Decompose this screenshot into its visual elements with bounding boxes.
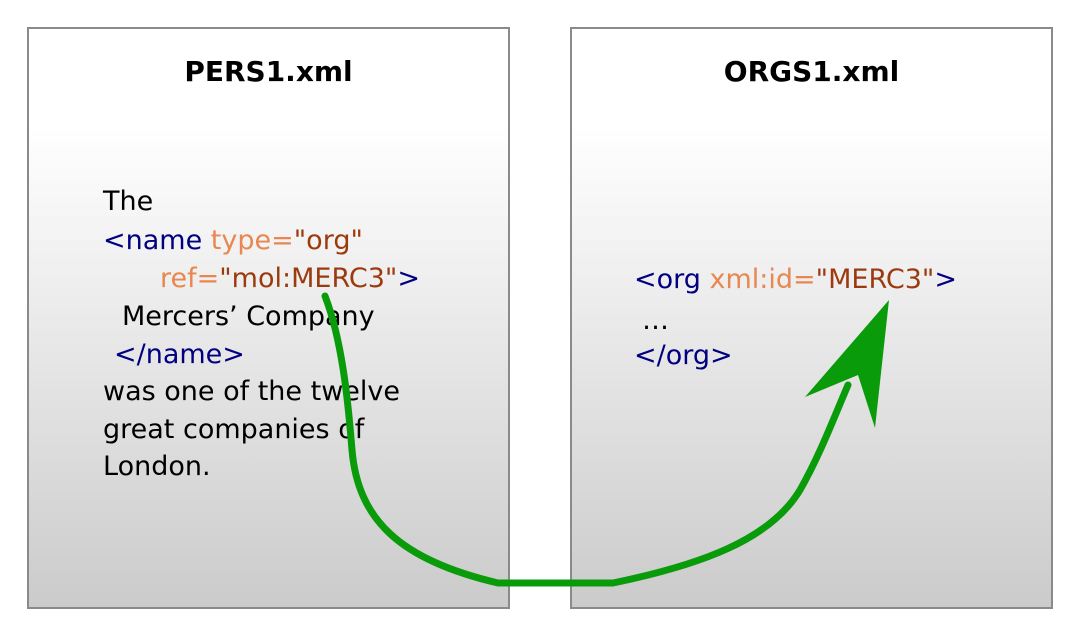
org-open-line: <org xml:id="MERC3"> — [634, 264, 957, 296]
pers1-file-panel: PERS1.xml The <name type="org" ref="mol:… — [27, 27, 510, 609]
body-text-line-2: great companies of — [103, 414, 365, 445]
type-value: "org" — [293, 225, 363, 256]
orgs1-file-title: ORGS1.xml — [723, 55, 900, 88]
orgs1-file-panel: ORGS1.xml <org xml:id="MERC3"> … </org> — [570, 27, 1053, 609]
name-content: Mercers’ Company — [122, 301, 375, 332]
ref-value: "mol:MERC3" — [219, 263, 398, 294]
body-text-line-1: was one of the twelve — [103, 376, 400, 407]
type-attribute: type= — [210, 225, 294, 256]
pers1-file-title: PERS1.xml — [184, 55, 353, 88]
org-open-tag: <org — [634, 264, 701, 295]
ellipsis: … — [642, 305, 669, 336]
ref-attribute: ref= — [160, 263, 220, 294]
text-the: The — [103, 186, 154, 217]
org-close-tag: </org> — [634, 340, 733, 371]
body-text-line-3: London. — [103, 451, 211, 482]
name-open-line: <name type="org" — [103, 225, 363, 257]
ref-line: ref="mol:MERC3"> — [160, 263, 420, 295]
name-tag-close: > — [397, 263, 420, 294]
xml-id-attribute: xml:id= — [709, 264, 816, 295]
org-tag-close: > — [934, 264, 957, 295]
name-open-tag: <name — [103, 225, 203, 256]
name-close-tag: </name> — [114, 339, 245, 370]
xml-id-value: "MERC3" — [815, 264, 935, 295]
